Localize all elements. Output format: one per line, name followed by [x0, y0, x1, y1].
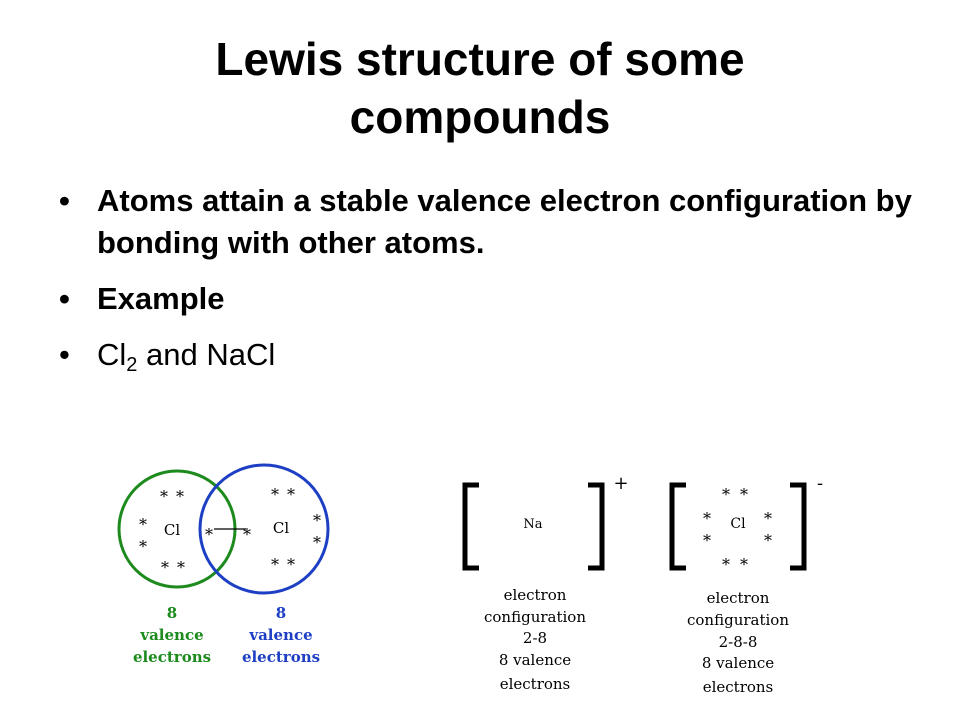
cl2-electron-dots: * * * * * * * * * * * * * *: [139, 485, 321, 577]
na-caption: electron configuration 2-8 8 valence ele…: [484, 586, 586, 693]
right-cl-symbol: Cl: [273, 519, 289, 537]
bullet-list: • Atoms attain a stable valence electron…: [55, 180, 915, 400]
svg-text:*: *: [139, 537, 147, 556]
bullet-text: Atoms attain a stable valence electron c…: [97, 183, 912, 260]
svg-text:*: *: [243, 525, 251, 544]
cl-charge: -: [817, 473, 823, 494]
svg-text:electrons: electrons: [500, 675, 571, 693]
svg-text:*: *: [703, 509, 711, 528]
na-charge: +: [613, 473, 628, 494]
bullet-dot-icon: •: [59, 281, 70, 316]
svg-text:*: *: [764, 531, 772, 550]
svg-text:*: *: [139, 515, 147, 534]
bullet-item-example: • Example: [55, 278, 915, 320]
svg-text:2-8: 2-8: [523, 629, 547, 647]
svg-text:*: *: [287, 555, 295, 574]
bullet-text: Example: [97, 281, 225, 316]
na-symbol: Na: [523, 517, 542, 532]
svg-text:configuration: configuration: [484, 608, 586, 626]
svg-text:*: *: [722, 555, 730, 574]
svg-text:*: *: [205, 525, 213, 544]
svg-text:electron: electron: [504, 586, 567, 604]
left-valence-word: valence: [139, 626, 203, 644]
cl-symbol: Cl: [730, 516, 746, 532]
right-valence-word: valence: [248, 626, 312, 644]
svg-text:*: *: [287, 485, 295, 504]
svg-text:*: *: [722, 485, 730, 504]
cl-caption: electron configuration 2-8-8 8 valence e…: [687, 589, 789, 696]
svg-text:*: *: [740, 555, 748, 574]
left-electrons-word: electrons: [133, 648, 211, 666]
na-right-bracket: [588, 482, 605, 571]
bullet-item-stable-configuration: • Atoms attain a stable valence electron…: [55, 180, 915, 264]
svg-text:*: *: [703, 531, 711, 550]
svg-text:*: *: [271, 485, 279, 504]
svg-text:*: *: [764, 509, 772, 528]
svg-text:electrons: electrons: [703, 678, 774, 696]
svg-text:*: *: [271, 555, 279, 574]
left-valence-count: 8: [167, 604, 177, 622]
right-cl-shell: [198, 463, 330, 595]
right-valence-count: 8: [276, 604, 286, 622]
slide-title-line1: Lewis structure of some: [215, 33, 745, 85]
cl-ion: Cl - * * * * * * * * electron configurat…: [669, 473, 823, 696]
svg-text:2-8-8: 2-8-8: [719, 633, 758, 651]
svg-text:*: *: [176, 487, 184, 506]
svg-text:*: *: [177, 558, 185, 577]
bullet-dot-icon: •: [59, 183, 70, 218]
right-electrons-word: electrons: [242, 648, 320, 666]
left-cl-symbol: Cl: [164, 521, 180, 539]
cl2-diagram: Cl Cl * * * * * * * * * * * * * * 8 vale…: [117, 463, 330, 666]
svg-text:*: *: [160, 487, 168, 506]
na-left-bracket: [462, 482, 479, 571]
cl-right-bracket: [790, 482, 807, 571]
na-ion: Na + electron configuration 2-8 8 valenc…: [462, 473, 629, 693]
slide-title: Lewis structure of some compounds: [0, 30, 960, 146]
lewis-structure-diagram: Cl Cl * * * * * * * * * * * * * * 8 vale…: [117, 463, 823, 696]
svg-text:configuration: configuration: [687, 611, 789, 629]
svg-text:8 valence: 8 valence: [499, 651, 571, 669]
formula-cl: Cl: [97, 337, 127, 372]
slide-title-line2: compounds: [349, 91, 611, 143]
cl-ion-electron-dots: * * * * * * * *: [703, 485, 772, 574]
svg-text:electron: electron: [707, 589, 770, 607]
svg-text:*: *: [161, 558, 169, 577]
formula-subscript: 2: [126, 354, 138, 376]
bullet-dot-icon: •: [59, 337, 70, 372]
svg-text:*: *: [313, 511, 321, 530]
svg-text:*: *: [313, 533, 321, 552]
svg-text:8 valence: 8 valence: [702, 654, 774, 672]
formula-rest: and NaCl: [137, 337, 276, 372]
bullet-item-cl2-nacl: • Cl2 and NaCl: [55, 334, 915, 386]
cl-left-bracket: [669, 482, 686, 571]
svg-text:*: *: [740, 485, 748, 504]
